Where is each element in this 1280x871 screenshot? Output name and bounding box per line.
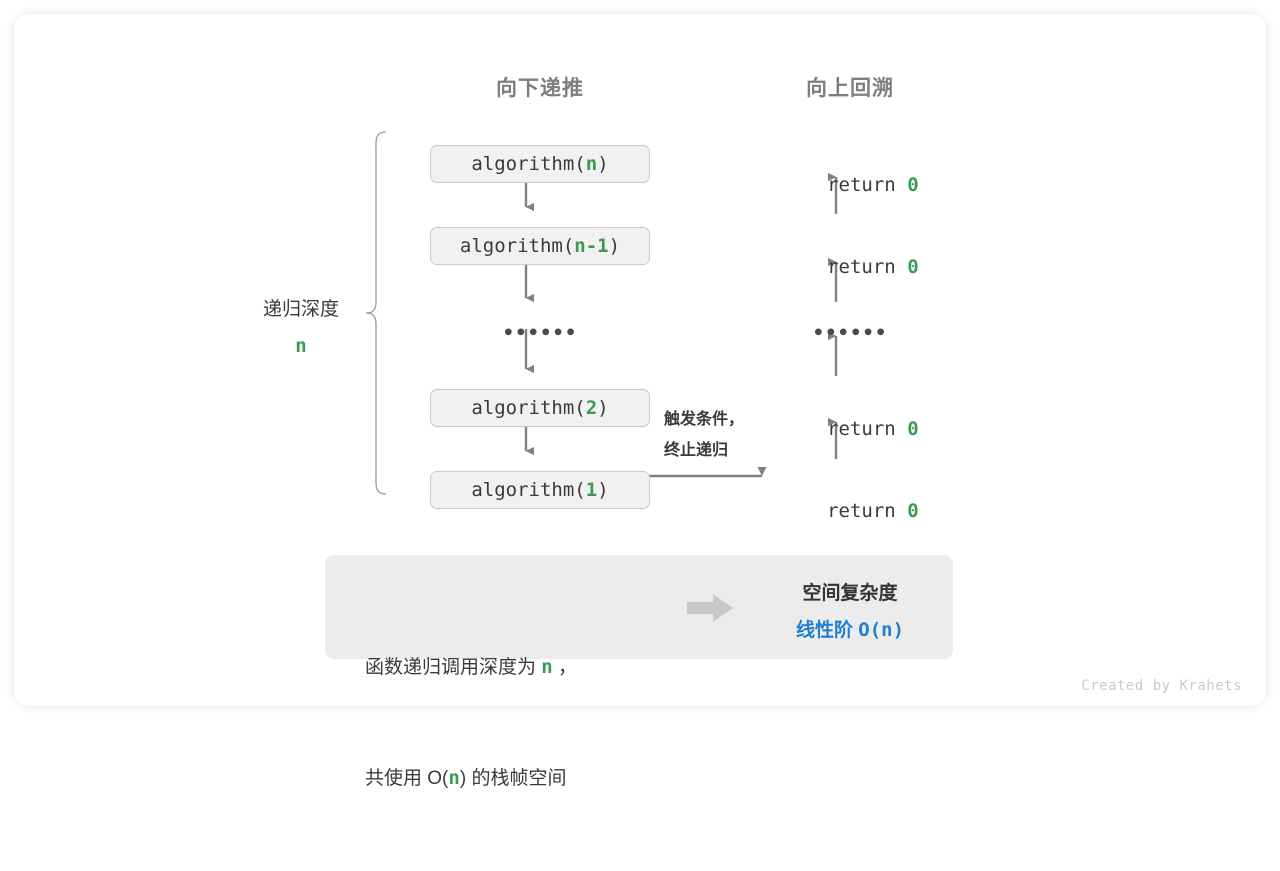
return-value: 0	[907, 418, 919, 440]
summary-line-1-b: ，	[552, 657, 578, 679]
return-value: 0	[907, 500, 919, 522]
ellipsis-down: ••••••	[502, 322, 578, 344]
summary-line-1: 函数递归调用深度为 n ，	[365, 649, 577, 686]
summary-line-2-n: n	[448, 767, 460, 790]
summary-line-2-a: 共使用 O(	[365, 768, 449, 790]
call-box-arg: 2	[585, 397, 598, 419]
base-case-note-line-2: 终止递归	[664, 442, 729, 460]
call-box-prefix: algorithm(	[459, 235, 575, 257]
summary-line-1-a: 函数递归调用深度为	[365, 657, 542, 679]
recursion-depth-brace	[365, 131, 387, 495]
call-box-suffix: )	[608, 235, 621, 257]
call-box-1: algorithm(1)	[430, 471, 650, 509]
return-line-1: return 0	[740, 152, 960, 218]
call-box-suffix: )	[597, 397, 609, 419]
call-box-prefix: algorithm(	[471, 397, 586, 419]
call-box-arg: n-1	[574, 235, 609, 257]
return-keyword: return	[827, 500, 908, 522]
recursion-depth-value: n	[295, 335, 307, 358]
ellipsis-up: ••••••	[812, 322, 888, 344]
call-box-arg: n	[585, 153, 598, 175]
summary-result: 空间复杂度 线性阶 O(n)	[755, 575, 945, 649]
call-box-2: algorithm(2)	[430, 389, 650, 427]
call-box-suffix: )	[597, 153, 609, 175]
summary-line-1-n: n	[541, 656, 553, 679]
return-keyword: return	[827, 174, 908, 196]
recursion-depth-label: 递归深度 n	[236, 292, 366, 364]
call-box-n: algorithm(n)	[430, 145, 650, 183]
call-box-prefix: algorithm(	[471, 479, 586, 501]
return-keyword: return	[827, 256, 908, 278]
summary-result-label: 线性阶	[795, 620, 859, 642]
return-line-2: return 0	[740, 234, 960, 300]
summary-line-2: 共使用 O(n) 的栈帧空间	[365, 760, 577, 797]
call-box-arg: 1	[585, 479, 598, 501]
diagram-card: 向下递推 向上回溯	[14, 14, 1266, 789]
footer-credit: Created by Krahets	[1081, 678, 1242, 694]
summary-result-value: 线性阶 O(n)	[755, 612, 945, 649]
call-box-prefix: algorithm(	[471, 153, 586, 175]
recursion-depth-text: 递归深度	[262, 299, 339, 320]
return-keyword: return	[827, 418, 908, 440]
column-header-recursion-down: 向下递推	[496, 77, 584, 100]
column-header-recursion-up: 向上回溯	[806, 77, 894, 100]
base-case-note: 触发条件， 终止递归	[664, 404, 744, 466]
summary-description: 函数递归调用深度为 n ， 共使用 O(n) 的栈帧空间	[365, 575, 577, 871]
return-line-4: return 0	[740, 478, 960, 544]
call-box-n-minus-1: algorithm(n-1)	[430, 227, 650, 265]
return-value: 0	[907, 256, 919, 278]
summary-panel: 函数递归调用深度为 n ， 共使用 O(n) 的栈帧空间 空间复杂度 线性阶 O…	[325, 555, 953, 789]
call-box-suffix: )	[597, 479, 609, 501]
summary-result-complexity: O(n)	[858, 619, 905, 642]
right-block-arrow-icon	[687, 594, 733, 622]
return-line-3: return 0	[740, 396, 960, 462]
base-case-note-line-1: 触发条件，	[664, 411, 745, 428]
summary-result-title: 空间复杂度	[802, 583, 898, 604]
summary-line-2-b: ) 的栈帧空间	[459, 768, 567, 790]
return-value: 0	[907, 174, 919, 196]
